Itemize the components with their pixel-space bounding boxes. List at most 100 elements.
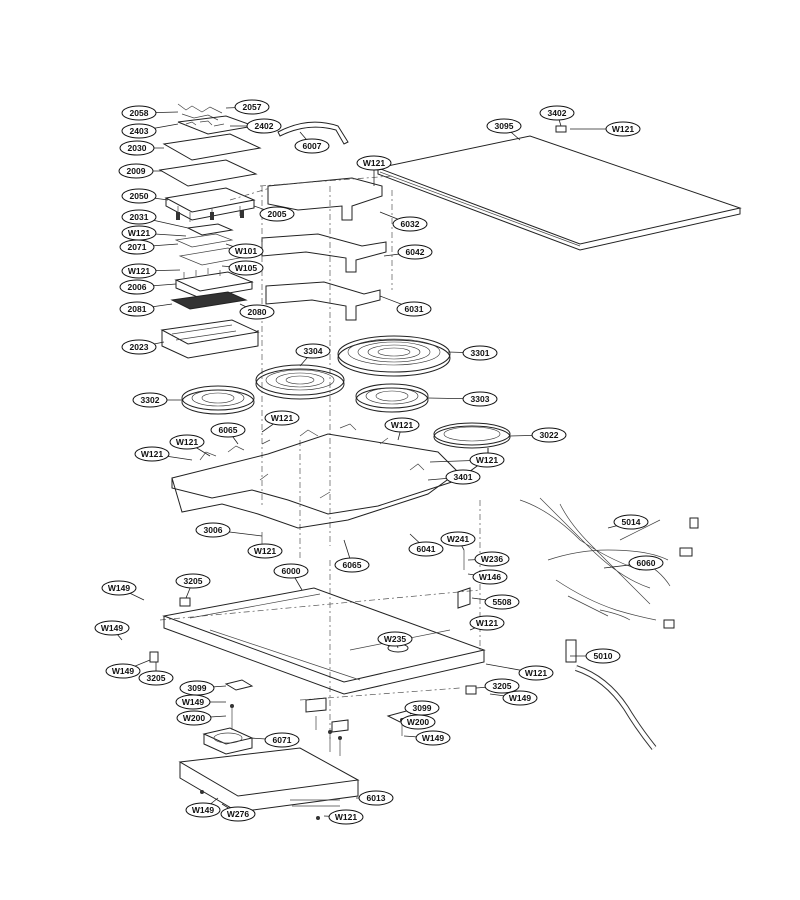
callout-6041: 6041 <box>408 533 444 557</box>
callout-w276: W276 <box>220 803 256 822</box>
callout-3302: 3302 <box>132 392 182 408</box>
callout-bubble <box>539 105 575 121</box>
callout-text: W121 <box>128 228 150 238</box>
callout-bubble <box>613 514 649 530</box>
callout-3301: 3301 <box>447 345 498 361</box>
callout-text: W105 <box>235 263 257 273</box>
bracket-3205-b <box>149 651 159 663</box>
callout-text: W121 <box>254 546 276 556</box>
callout-text: W121 <box>476 618 498 628</box>
callout-bubble <box>228 243 264 259</box>
callout-bubble <box>105 663 141 679</box>
callout-3205: 3205 <box>475 678 520 694</box>
callout-text: 2403 <box>130 126 149 136</box>
callout-w149: W149 <box>489 690 538 706</box>
callout-bubble <box>94 620 130 636</box>
callout-bubble <box>440 531 476 547</box>
callout-6013: 6013 <box>356 790 394 806</box>
callout-bubble <box>118 163 154 179</box>
callout-bubble <box>472 569 508 585</box>
callout-w121: W121 <box>323 809 364 825</box>
callout-text: W276 <box>227 809 249 819</box>
callout-w235: W235 <box>377 631 413 649</box>
callout-bubble <box>605 121 641 137</box>
part-6007 <box>277 121 349 145</box>
callout-bubble <box>132 392 168 408</box>
callout-text: W121 <box>391 420 413 430</box>
callout-text: 2023 <box>130 342 149 352</box>
callout-5010: 5010 <box>570 648 621 664</box>
callout-bubble <box>119 239 155 255</box>
callout-bubble <box>462 345 498 361</box>
callout-bubble <box>175 573 211 589</box>
callout-5508: 5508 <box>471 594 520 610</box>
callout-6060: 6060 <box>603 555 664 571</box>
callout-bubble <box>185 802 221 818</box>
burner-3304 <box>255 364 345 400</box>
callout-3205: 3205 <box>175 573 211 599</box>
callout-bubble <box>462 391 498 407</box>
callout-text: 2005 <box>268 209 287 219</box>
callout-text: 3022 <box>540 430 559 440</box>
callout-bubble <box>228 260 264 276</box>
callout-bubble <box>502 690 538 706</box>
callout-2058: 2058 <box>121 105 179 121</box>
callout-bubble <box>121 263 157 279</box>
callout-6042: 6042 <box>383 244 433 260</box>
callout-bubble <box>469 452 505 468</box>
callout-w121: W121 <box>134 446 193 462</box>
callout-bubble <box>134 446 170 462</box>
bottom-pan <box>178 747 360 813</box>
callout-w121: W121 <box>469 615 505 631</box>
callout-6031: 6031 <box>379 295 432 317</box>
callout-text: 6031 <box>405 304 424 314</box>
callout-3303: 3303 <box>427 391 498 407</box>
callout-text: W235 <box>384 634 406 644</box>
callout-w149: W149 <box>101 580 145 601</box>
clip-3402 <box>555 125 567 133</box>
warmer-3022 <box>433 422 511 449</box>
callout-text: 6042 <box>406 247 425 257</box>
callout-bubble <box>392 216 428 232</box>
callout-2080: 2080 <box>239 303 275 320</box>
callout-text: 2057 <box>243 102 262 112</box>
callout-bubble <box>169 434 205 450</box>
callout-text: 5014 <box>622 517 641 527</box>
callout-2030: 2030 <box>119 140 164 156</box>
callout-2403: 2403 <box>121 123 179 139</box>
callout-bubble <box>328 809 364 825</box>
callout-3304: 3304 <box>295 343 331 367</box>
callout-w200: W200 <box>176 710 227 726</box>
callout-bubble <box>486 118 522 134</box>
callout-text: 2081 <box>128 304 147 314</box>
callout-text: W121 <box>363 158 385 168</box>
callout-text: W149 <box>192 805 214 815</box>
callout-w121: W121 <box>384 417 420 441</box>
bracket-6032 <box>267 177 383 221</box>
callout-w149: W149 <box>105 659 151 679</box>
callout-w149: W149 <box>185 797 221 818</box>
callout-w146: W146 <box>467 569 508 585</box>
callout-text: W200 <box>183 713 205 723</box>
callout-text: 6007 <box>303 141 322 151</box>
callout-text: 5508 <box>493 597 512 607</box>
bracket-6031 <box>265 281 381 321</box>
callout-6000: 6000 <box>273 563 309 591</box>
callout-bubble <box>585 648 621 664</box>
callout-bubble <box>138 670 174 686</box>
callout-text: 3302 <box>141 395 160 405</box>
callout-bubble <box>264 732 300 748</box>
callout-text: 2006 <box>128 282 147 292</box>
callout-text: 3099 <box>413 703 432 713</box>
callout-3402: 3402 <box>539 105 575 127</box>
callout-text: 2030 <box>128 143 147 153</box>
callout-text: 3301 <box>471 348 490 358</box>
callout-bubble <box>119 140 155 156</box>
callout-bubble <box>358 790 394 806</box>
callout-6007: 6007 <box>294 131 330 154</box>
callout-text: W146 <box>479 572 501 582</box>
callout-bubble <box>334 557 370 573</box>
callout-w149: W149 <box>175 694 226 710</box>
power-cord <box>565 639 657 750</box>
callout-2023: 2023 <box>121 339 165 355</box>
